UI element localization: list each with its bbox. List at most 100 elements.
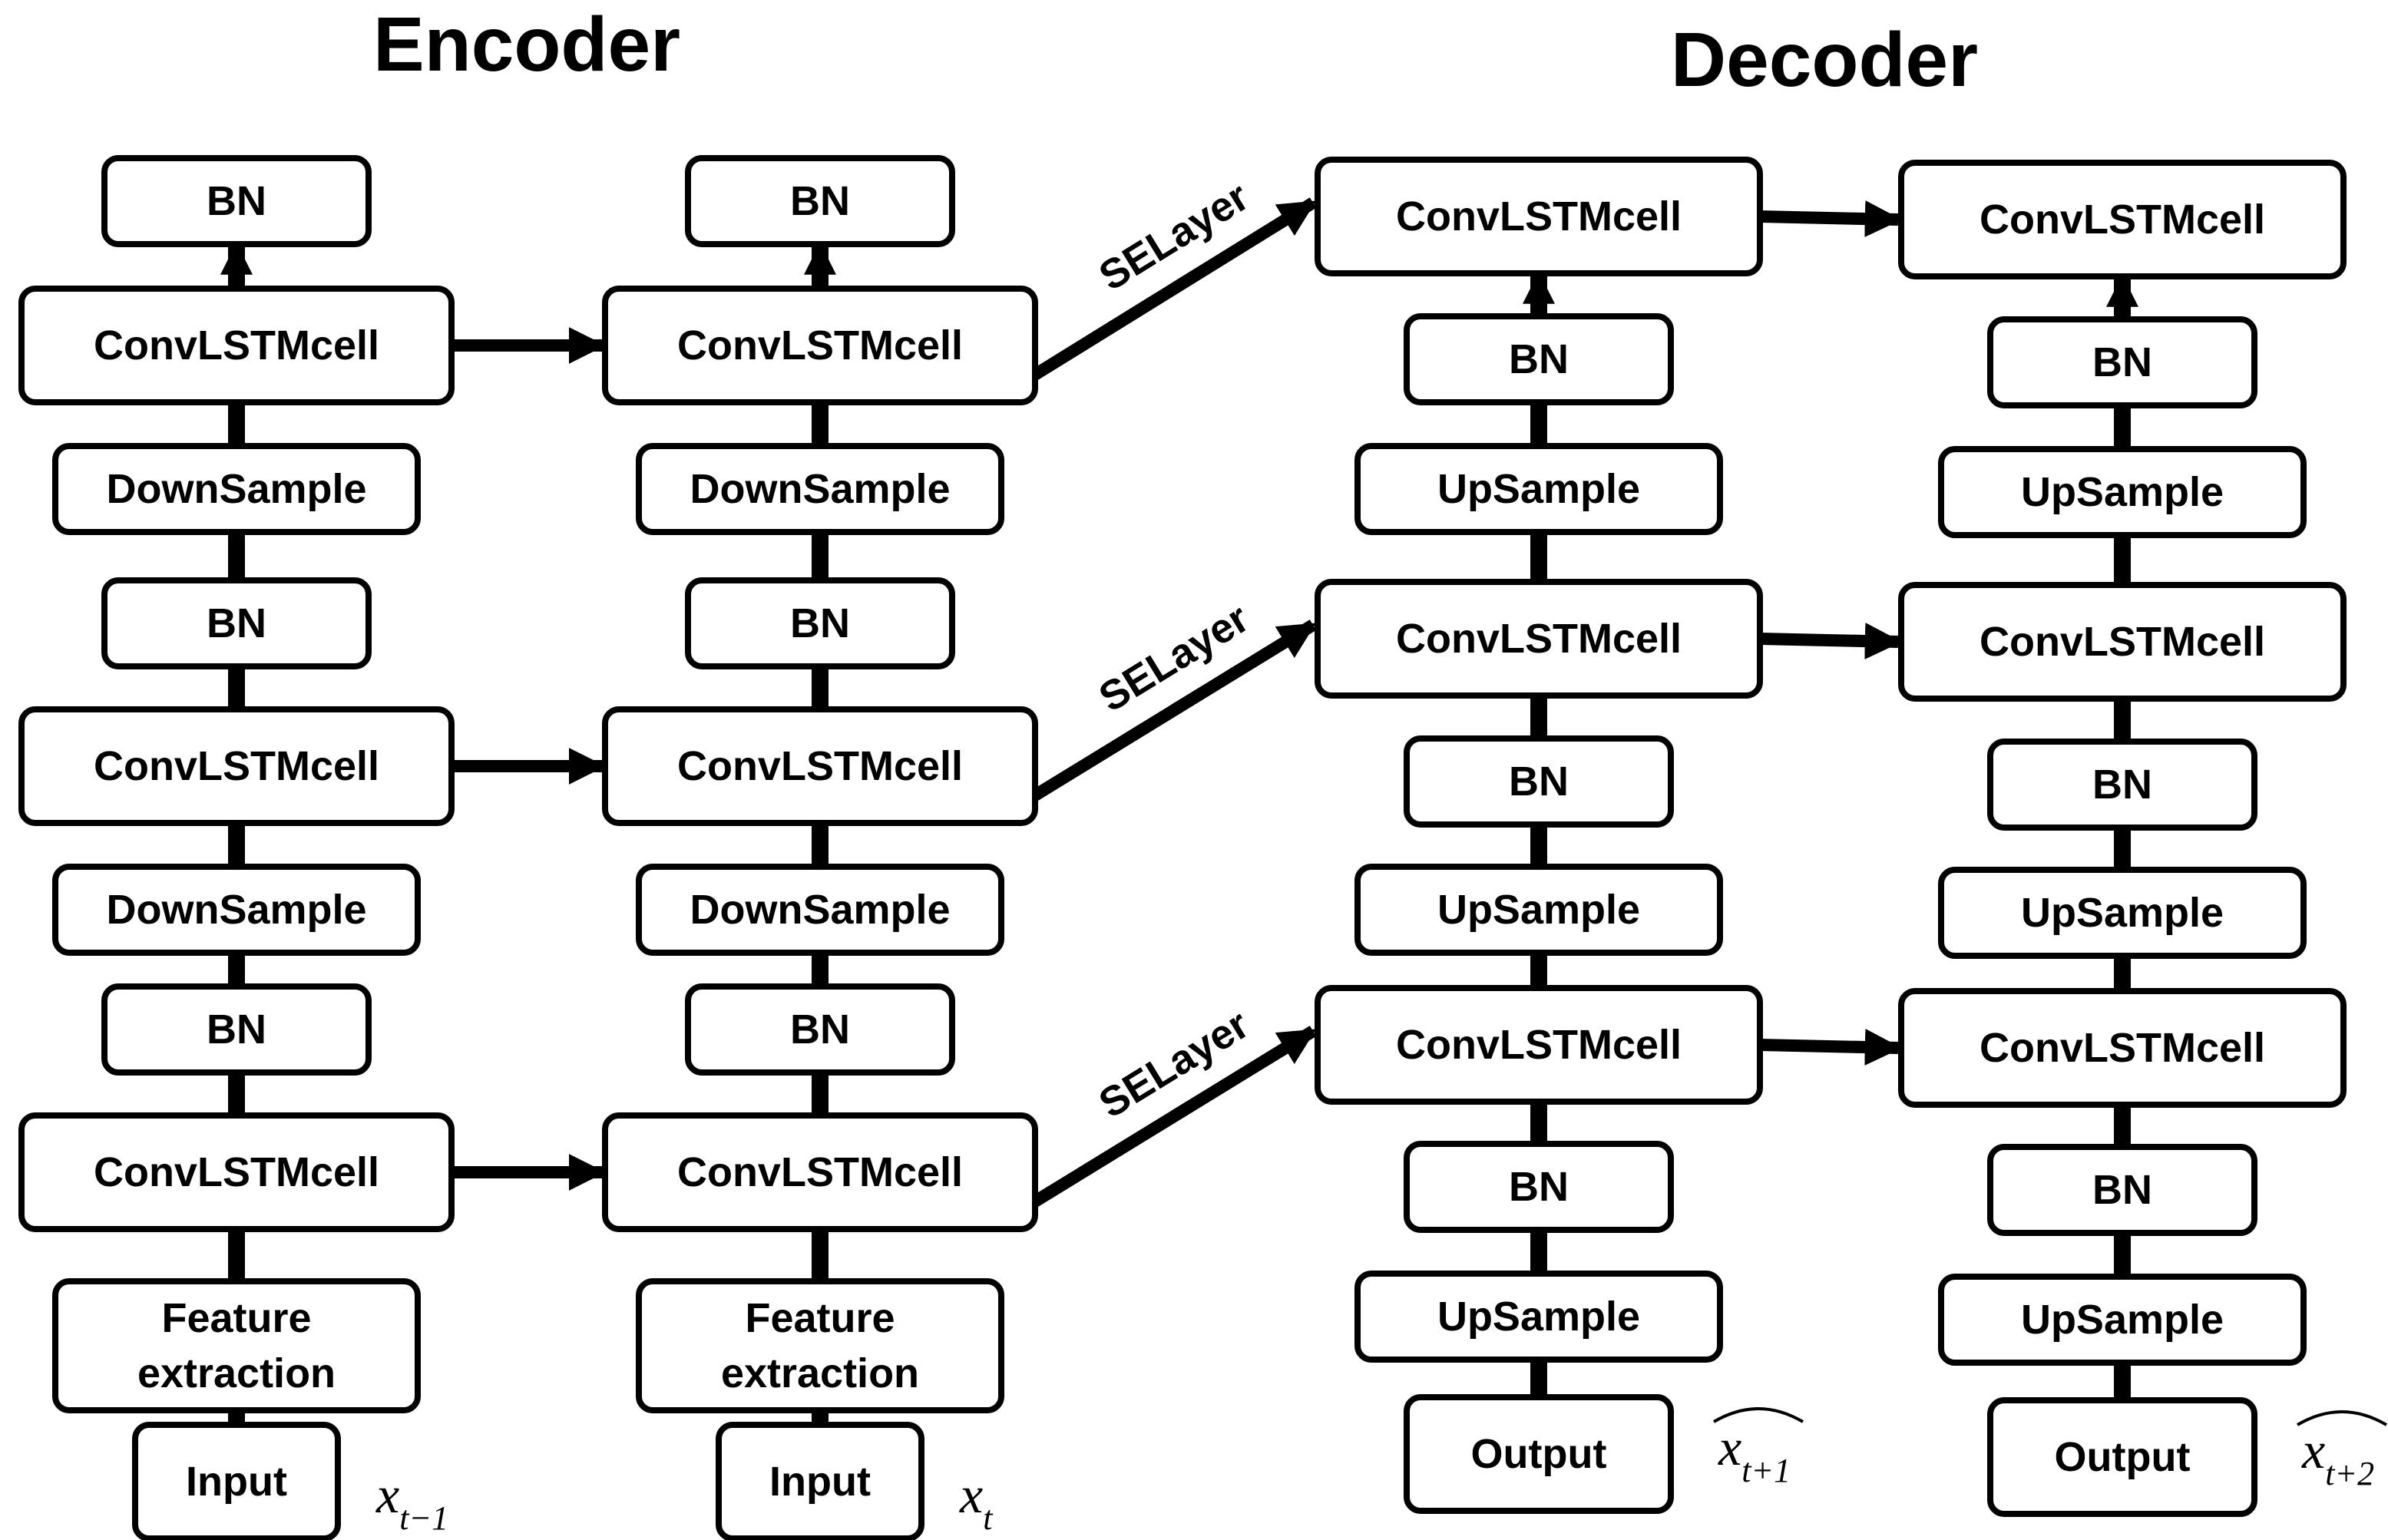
encoder-col1-input-10-label: Input [186,1459,287,1505]
decoder-col2-bn-5: BN [1987,739,2257,831]
decoder-col2-convlstmcell-4-frame [1898,582,2347,702]
encoder-col1-downsample-3-label: DownSample [106,466,366,512]
encoder-col1-convlstmcell-8-frame [18,1112,455,1232]
decoder-col1-bn-2-frame [1404,313,1674,405]
decoder-col1-output-10: Output [1404,1394,1674,1514]
encoder-col2-input-symbol: xt [959,1466,994,1537]
layer-boxes: BNConvLSTMcellDownSampleBNConvLSTMcellDo… [18,155,2347,1540]
decoder-col1-upsample-9-frame [1354,1271,1723,1363]
encoder-col2-downsample-3-label: DownSample [690,466,950,512]
decoder-col1-convlstmcell-4-frame [1315,579,1763,699]
decoder-col1-upsample-6: UpSample [1354,864,1723,956]
encoder-col2-bn-7: BN [685,983,955,1076]
decoder-col1-output-symbol: xt+1 [1712,1407,1804,1489]
decoder-col2-convlstmcell-4: ConvLSTMcell [1898,582,2347,702]
encoder-col2-convlstmcell-2-label: ConvLSTMcell [677,322,963,368]
se-layer-label-3: SELayer [1091,1001,1257,1127]
decoder-col1-convlstmcell-7-label: ConvLSTMcell [1396,1022,1682,1068]
encoder-col1-input-10: Input [132,1422,341,1540]
decoder-col2-bn-2: BN [1987,316,2257,408]
encoder-col2-convlstmcell-2: ConvLSTMcell [602,286,1038,405]
decoder-col2-upsample-6: UpSample [1938,867,2307,959]
decoder-col1-bn-8-frame [1404,1141,1674,1233]
decoder-col2-bn-8: BN [1987,1144,2257,1236]
encoder-col2-convlstmcell-2-frame [602,286,1038,405]
encoder-col2-bn-1-label: BN [790,178,850,224]
decoder-col2-convlstmcell-7-frame [1898,988,2347,1108]
encoder-col1-feature-extraction-9-frame [52,1278,421,1413]
decoder-col1-convlstmcell-1-label: ConvLSTMcell [1396,193,1682,240]
se-layer-arrow-1 [1031,197,1317,380]
encoder-col2-bn-4-label: BN [790,600,850,646]
decoder-time-arrow-2 [1759,623,1902,660]
encoder-col2-bn-1: BN [685,155,955,247]
decoder-col1-convlstmcell-7-frame [1315,985,1763,1105]
decoder-col2-hat [2296,1410,2388,1426]
encoder-col2-downsample-3-frame [636,443,1004,535]
encoder-col2-input-10-frame [716,1422,924,1540]
decoder-col2-bn-8-frame [1987,1144,2257,1236]
se-layer-arrow-3 [1031,1026,1317,1207]
time-step-symbols: xt−1 xt xt+1 xt+2 [375,1407,2388,1537]
decoder-time-arrow-1 [1759,200,1902,238]
decoder-col1-convlstmcell-1-frame [1315,157,1763,276]
decoder-col1-bn-2-label: BN [1509,336,1569,382]
se-layer-arrow-2 [1031,620,1317,801]
encoder-col2-downsample-3: DownSample [636,443,1004,535]
encoder-col1-convlstmcell-2: ConvLSTMcell [18,286,455,405]
encoder-col2-feature-extraction-9: Feature extraction [636,1278,1004,1413]
decoder-col1-upsample-6-label: UpSample [1437,887,1640,933]
decoder-col2-bn-5-frame [1987,739,2257,831]
decoder-col1-convlstmcell-4-label: ConvLSTMcell [1396,616,1682,662]
encoder-col2-feature-extraction-9-frame [636,1278,1004,1413]
decoder-col1-upsample-9-label: UpSample [1437,1294,1640,1340]
encoder-col1-bn-7-frame [101,983,372,1076]
encoder-col1-downsample-6-frame [52,864,421,956]
encoder-col1-convlstmcell-8: ConvLSTMcell [18,1112,455,1232]
encoder-col1-bn-1-label: BN [207,178,266,224]
svg-text:xt+1: xt+1 [1718,1418,1791,1489]
encoder-col2-downsample-6-label: DownSample [690,887,950,933]
decoder-col2-upsample-9: UpSample [1938,1274,2307,1366]
decoder-col2-convlstmcell-1-frame [1898,160,2347,279]
decoder-col2-upsample-6-label: UpSample [2021,890,2224,936]
decoder-col2-upsample-9-label: UpSample [2021,1297,2224,1343]
encoder-col2-bn-7-frame [685,983,955,1076]
encoder-col2-convlstmcell-8-label: ConvLSTMcell [677,1149,963,1195]
decoder-col2-output-symbol: xt+2 [2296,1410,2388,1492]
decoder-col1-output-10-frame [1404,1394,1674,1514]
encoder-col2-input-10-label: Input [769,1459,871,1505]
encoder-col1-downsample-3-frame [52,443,421,535]
decoder-col2-output-10: Output [1987,1397,2257,1517]
encoder-col2-feature-extraction-9-label-line1: Feature [745,1295,895,1341]
encoder-col1-bn-4: BN [101,577,372,669]
decoder-col1-hat [1712,1407,1804,1423]
encoder-col1-bn-7: BN [101,983,372,1076]
decoder-col1-bn-5-frame [1404,735,1674,828]
encoder-col1-input-symbol: xt−1 [375,1466,448,1537]
encoder-col2-bn-4: BN [685,577,955,669]
decoder-col2-convlstmcell-7-label: ConvLSTMcell [1980,1025,2265,1071]
column-spines [228,201,2131,1482]
encoder-col2-feature-extraction-9-label-line2: extraction [721,1350,919,1396]
decoder-col2-convlstmcell-4-label: ConvLSTMcell [1980,619,2265,665]
encoder-col2-downsample-6-frame [636,864,1004,956]
encoder-col1-bn-1-frame [101,155,372,247]
decoder-col1-upsample-3-label: UpSample [1437,466,1640,512]
decoder-col2-upsample-3-frame [1938,446,2307,538]
encoder-col1-downsample-6: DownSample [52,864,421,956]
decoder-col2-upsample-3-label: UpSample [2021,469,2224,515]
decoder-col2-bn-2-label: BN [2092,339,2152,385]
encoder-col1-feature-extraction-9-label-line2: extraction [137,1350,336,1396]
decoder-col1-bn-8: BN [1404,1141,1674,1233]
encoder-col2-bn-4-frame [685,577,955,669]
svg-text:xt+2: xt+2 [2301,1421,2374,1492]
encoder-col2-convlstmcell-8: ConvLSTMcell [602,1112,1038,1232]
encoder-col1-convlstmcell-2-frame [18,286,455,405]
decoder-col2-convlstmcell-7: ConvLSTMcell [1898,988,2347,1108]
decoder-col1-bn-2: BN [1404,313,1674,405]
encoder-col1-bn-4-frame [101,577,372,669]
decoder-col2-bn-8-label: BN [2092,1167,2152,1213]
